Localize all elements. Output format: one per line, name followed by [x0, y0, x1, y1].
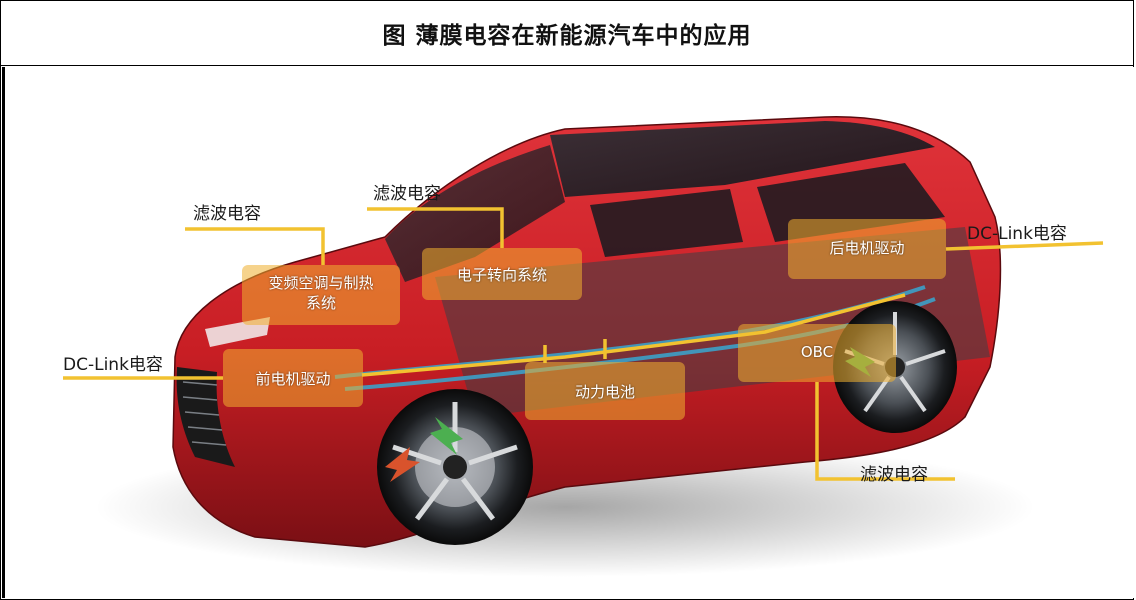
- component-label-ac-heat-system: 变频空调与制热 系统: [268, 274, 374, 312]
- front-wheel: [377, 389, 533, 545]
- callout-filter-capacitor-top-left: 滤波电容: [193, 204, 261, 224]
- highlight-box-ac-heat: [242, 265, 400, 325]
- component-label-power-battery: 动力电池: [574, 383, 635, 401]
- highlight-box-obc: [738, 324, 896, 382]
- figure-title-row: 图 薄膜电容在新能源汽车中的应用: [1, 1, 1133, 66]
- car-roof-glass: [550, 121, 935, 197]
- highlight-box-rear-motor: [788, 219, 946, 279]
- callout-dc-link-capacitor-right: DC-Link电容: [967, 224, 1067, 244]
- component-highlights: [223, 219, 946, 420]
- front-grille: [176, 367, 235, 467]
- figure-title: 图 薄膜电容在新能源汽车中的应用: [382, 23, 752, 49]
- windshield: [385, 145, 565, 282]
- car-illustration: [63, 116, 1104, 577]
- component-label-steering-system: 电子转向系统: [456, 266, 547, 284]
- figure-image: 滤波电容 滤波电容 DC-Link电容 DC-Link电容 滤波电容 变频空调与…: [2, 67, 1135, 598]
- callout-dc-link-capacitor-left: DC-Link电容: [63, 355, 163, 375]
- component-label-rear-motor-drive: 后电机驱动: [829, 239, 905, 257]
- highlight-box-battery: [525, 362, 685, 420]
- component-label-front-motor-drive: 前电机驱动: [255, 370, 331, 388]
- highlight-box-front-motor: [223, 349, 363, 407]
- highlight-box-steering: [422, 248, 582, 300]
- component-label-obc: OBC: [800, 343, 834, 361]
- leader-lines: [63, 207, 1104, 481]
- callout-filter-capacitor-bottom: 滤波电容: [860, 465, 928, 485]
- callout-filter-capacitor-top-middle: 滤波电容: [373, 184, 441, 204]
- side-windows: [590, 163, 945, 257]
